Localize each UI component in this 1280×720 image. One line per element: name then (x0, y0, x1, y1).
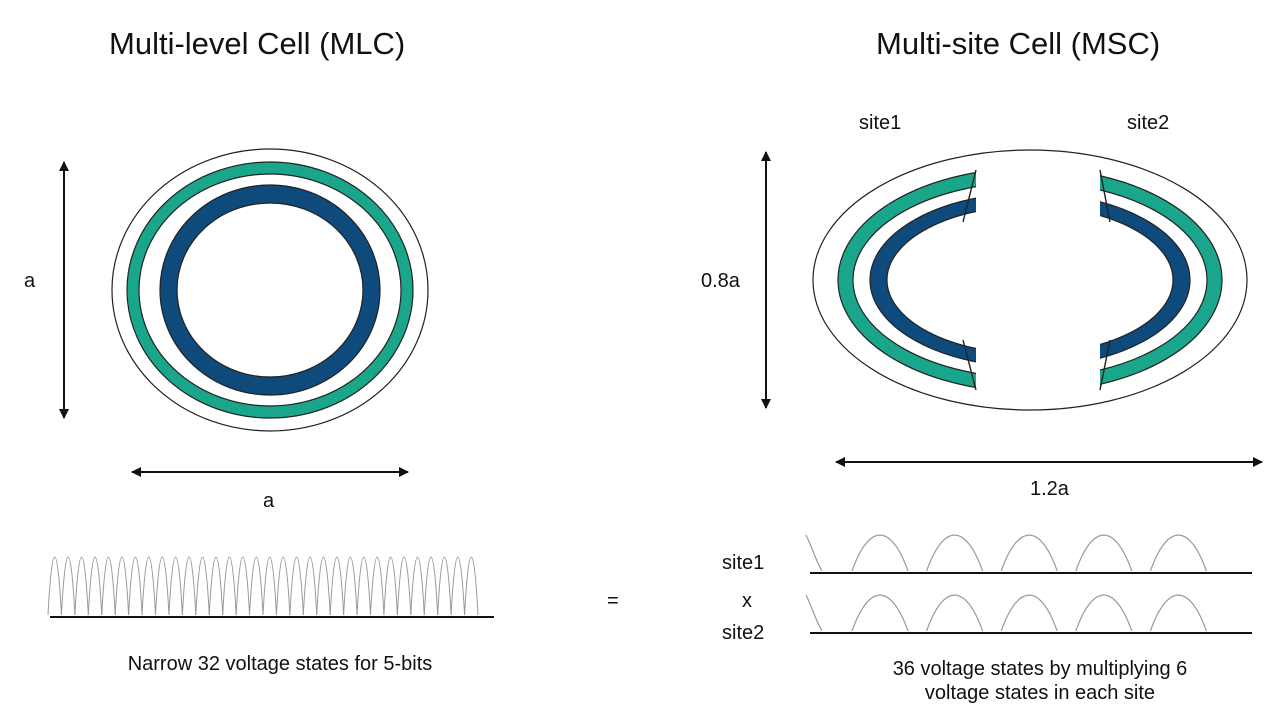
mlc-state-curve (208, 556, 224, 616)
mlc-title: Multi-level Cell (MLC) (109, 26, 406, 61)
msc-height-label: 0.8a (701, 270, 740, 292)
mlc-state-curve (275, 556, 291, 616)
mlc-state-curve (168, 556, 183, 616)
msc-partial-state-curve (805, 534, 823, 572)
mlc-state-curve (356, 556, 371, 616)
msc-state-curve (1149, 534, 1207, 572)
mlc-state-curve (370, 556, 385, 616)
mlc-state-curve (181, 556, 197, 616)
msc-row1-label: site1 (722, 552, 765, 574)
msc-state-curve (1000, 594, 1058, 632)
msc-state-curve (851, 594, 909, 632)
msc-caption-line1: 36 voltage states by multiplying 6 (892, 658, 1188, 680)
msc-row2-label: site2 (722, 622, 765, 644)
msc-title: Multi-site Cell (MSC) (876, 26, 1161, 61)
msc-caption: 36 voltage states by multiplying 6 volta… (820, 657, 1260, 705)
mlc-state-curve (141, 556, 156, 616)
mlc-state-curve (316, 556, 331, 616)
mlc-state-curve (101, 556, 116, 616)
msc-site1-state-curves (805, 534, 1207, 572)
msc-state-curve (1075, 594, 1133, 632)
msc-state-curve (926, 594, 984, 632)
mlc-state-curve (423, 556, 439, 616)
mlc-state-curve (289, 556, 304, 616)
msc-partial-state-curve (805, 594, 823, 632)
msc-cell (812, 149, 1248, 411)
mlc-state-curve (302, 556, 318, 616)
mlc-state-curve (464, 556, 479, 616)
mlc-state-curve (128, 556, 143, 616)
msc-site2-arcs (1100, 175, 1223, 385)
mlc-state-curve (222, 556, 237, 616)
mlc-state-curves (47, 556, 479, 616)
mlc-state-curve (329, 556, 345, 616)
msc-state-curve (851, 534, 909, 572)
mlc-height-label: a (24, 270, 36, 292)
msc-site2-state-curves (805, 594, 1207, 632)
msc-site1-arcs (837, 171, 976, 389)
equals-label: = (607, 590, 619, 612)
msc-state-curve (926, 534, 984, 572)
mlc-state-curve (396, 556, 412, 616)
mlc-state-curve (47, 556, 62, 616)
mlc-state-curve (437, 556, 452, 616)
mlc-state-curve (87, 556, 103, 616)
msc-width-label: 1.2a (1030, 478, 1069, 500)
mlc-state-curve (343, 556, 358, 616)
mlc-state-curve (74, 556, 89, 616)
mlc-state-curve (262, 556, 277, 616)
mlc-caption: Narrow 32 voltage states for 5-bits (127, 653, 433, 675)
times-label: x (742, 590, 752, 612)
msc-caption-line2: voltage states in each site (924, 682, 1156, 704)
msc-site1-label: site1 (859, 112, 902, 134)
msc-site2-label: site2 (1127, 112, 1170, 134)
mlc-state-curve (60, 556, 76, 616)
mlc-width-label: a (263, 490, 275, 512)
mlc-state-curve (383, 556, 398, 616)
mlc-state-curve (235, 556, 251, 616)
mlc-state-curve (450, 556, 466, 616)
mlc-state-curve (114, 556, 130, 616)
mlc-state-curve (410, 556, 425, 616)
mlc-state-curve (155, 556, 170, 616)
msc-state-curve (1149, 594, 1207, 632)
msc-state-curve (1075, 534, 1133, 572)
mlc-state-curve (195, 556, 210, 616)
mlc-cell (111, 148, 429, 432)
msc-state-curve (1000, 534, 1058, 572)
mlc-state-curve (249, 556, 264, 616)
